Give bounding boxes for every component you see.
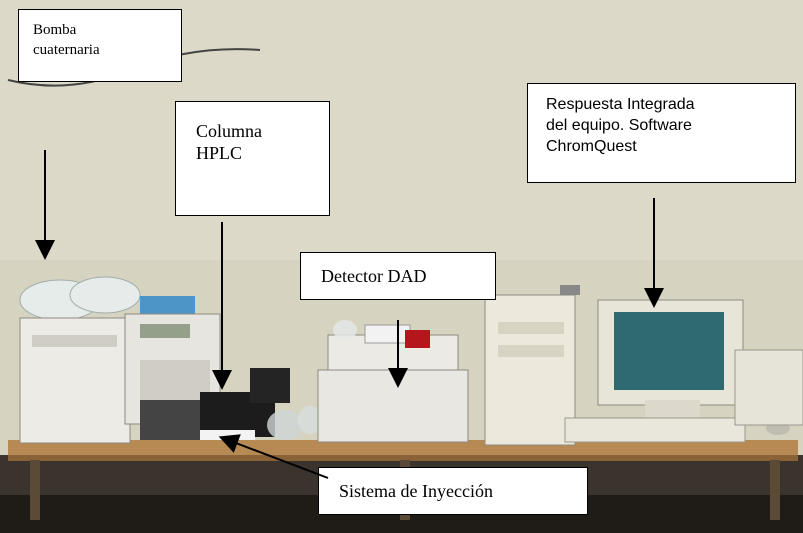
detector-label: Detector DAD — [300, 252, 496, 300]
injection-label: Sistema de Inyección — [318, 467, 588, 515]
down-arrow-icon — [218, 434, 329, 479]
pump-label: Bomba cuaternaria — [18, 9, 182, 82]
software-label: Respuesta Integrada del equipo. Software… — [527, 83, 796, 183]
column-label: Columna HPLC — [175, 101, 330, 216]
